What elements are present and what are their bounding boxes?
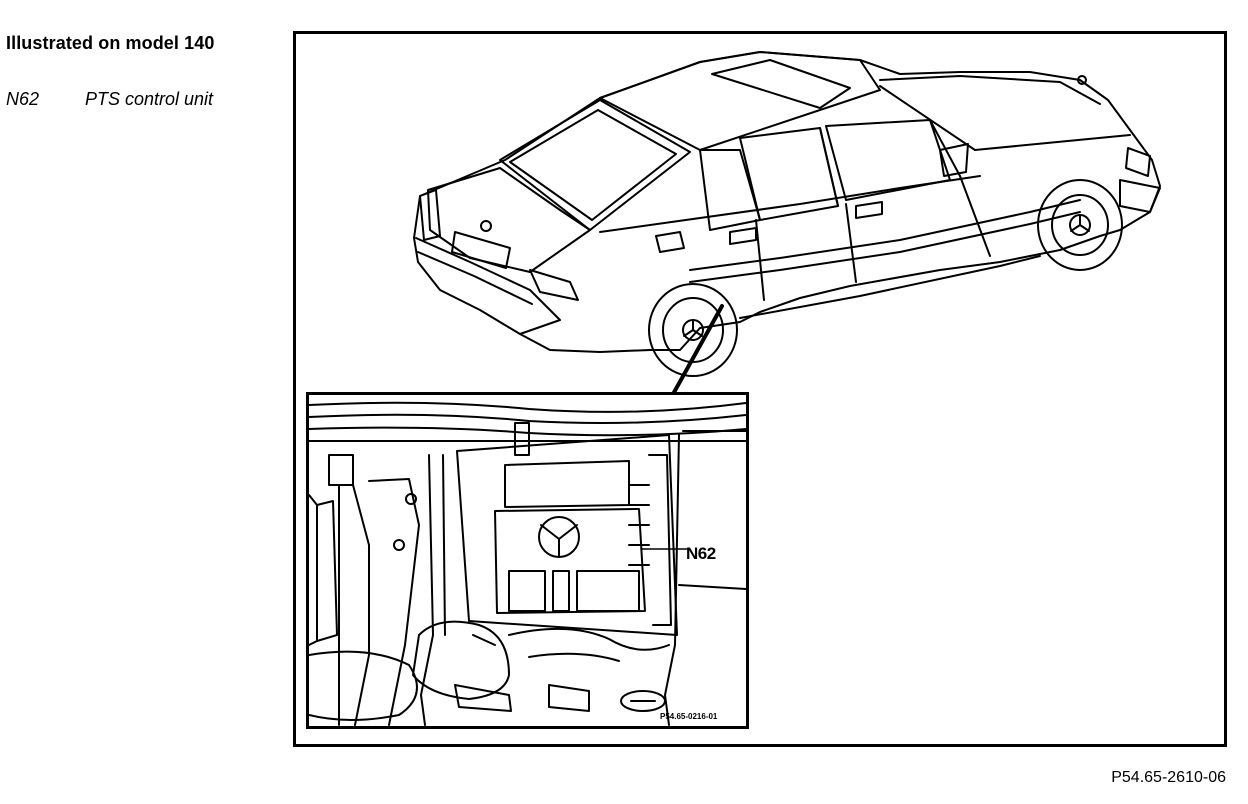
inset-image-code: P54.65-0216-01: [660, 712, 718, 721]
control-unit-detail-drawing: [309, 401, 746, 726]
legend-description: PTS control unit: [85, 89, 214, 109]
callout-label-n62: N62: [686, 544, 716, 563]
figure-code: P54.65-2610-06: [1111, 769, 1226, 786]
detail-inset-frame: [306, 392, 749, 729]
legend-code: N62: [6, 89, 40, 109]
side-title: Illustrated on model 140: [6, 33, 215, 53]
main-figure-frame: [293, 31, 1227, 747]
